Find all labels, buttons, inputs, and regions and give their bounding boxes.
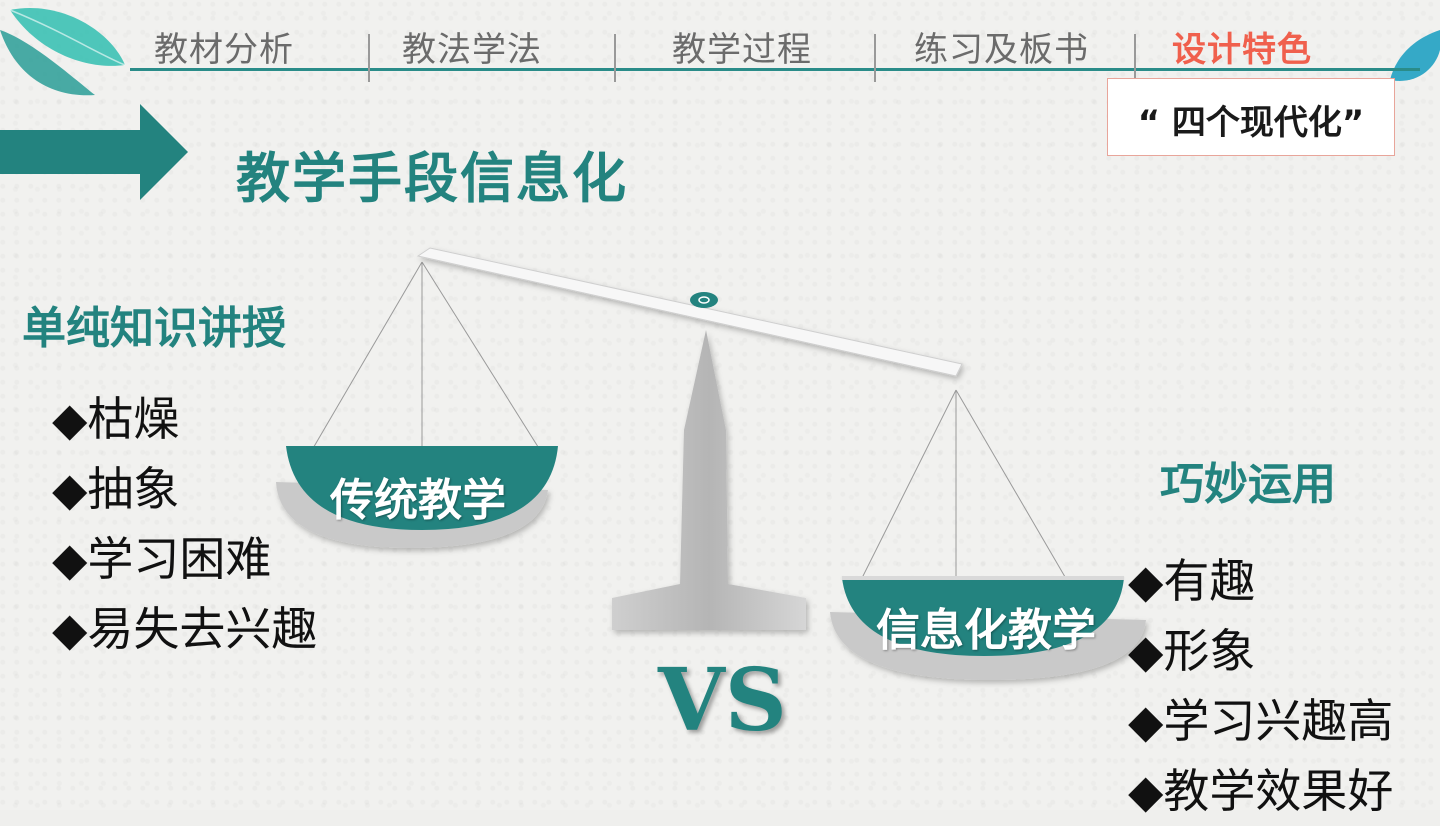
pivot-icon — [690, 292, 718, 308]
nav-tab-design-features[interactable]: 设计特色 — [1172, 30, 1312, 70]
arrow-right-icon — [0, 104, 188, 200]
badge-text: “ 四个现代化” — [1137, 103, 1365, 143]
nav-separator — [874, 34, 876, 82]
subtitle-badge: “ 四个现代化” — [1107, 78, 1395, 156]
left-heading: 单纯知识讲授 — [22, 303, 286, 354]
left-pan-label: 传统教学 — [330, 475, 506, 526]
nav-tab-textbook-analysis[interactable]: 教材分析 — [154, 30, 294, 70]
list-item: ◆易失去兴趣 — [52, 602, 318, 656]
right-pan — [830, 576, 1146, 680]
left-pan-strings — [311, 261, 541, 451]
left-list: ◆枯燥 ◆抽象 ◆学习困难 ◆易失去兴趣 — [52, 384, 317, 664]
nav-underline — [130, 68, 1420, 71]
list-item: ◆教学效果好 — [1128, 764, 1394, 818]
right-pan-strings — [859, 389, 1069, 583]
list-item: ◆枯燥 — [52, 392, 180, 446]
list-item: ◆抽象 — [52, 462, 180, 516]
list-item: ◆有趣 — [1128, 554, 1256, 608]
nav-separator — [614, 34, 616, 82]
right-list: ◆有趣 ◆形象 ◆学习兴趣高 ◆教学效果好 — [1128, 546, 1393, 826]
nav-tab-teaching-process[interactable]: 教学过程 — [672, 30, 812, 70]
left-pan — [276, 446, 558, 548]
section-title: 教学手段信息化 — [236, 147, 628, 210]
scale-stand — [612, 330, 806, 630]
leaf-decoration-icon — [0, 8, 126, 96]
list-item: ◆学习困难 — [52, 532, 272, 586]
nav-tab-exercises-board[interactable]: 练习及板书 — [914, 30, 1089, 70]
vs-label: VS — [658, 650, 787, 751]
list-item: ◆学习兴趣高 — [1128, 694, 1394, 748]
list-item: ◆形象 — [1128, 624, 1256, 678]
nav-tab-teaching-methods[interactable]: 教法学法 — [402, 30, 542, 70]
right-pan-label: 信息化教学 — [876, 605, 1096, 656]
scale-beam — [416, 247, 963, 377]
nav-separator — [368, 34, 370, 82]
right-heading: 巧妙运用 — [1160, 459, 1336, 510]
nav-separator — [1134, 34, 1136, 82]
